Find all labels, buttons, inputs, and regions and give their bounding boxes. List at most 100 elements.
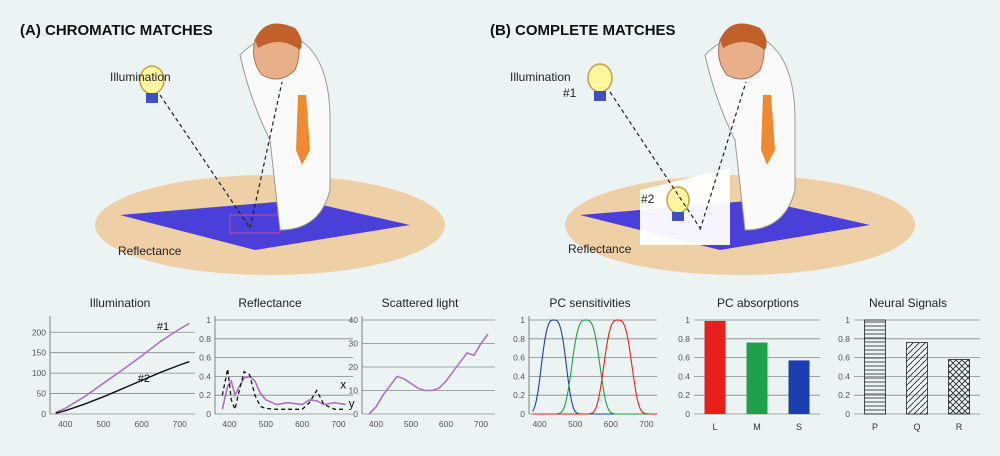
bulb-2-base	[672, 212, 684, 221]
bar-S	[788, 360, 810, 414]
x-tick-label: 700	[474, 419, 488, 429]
bar-R	[948, 359, 970, 415]
x-tick-label: 600	[439, 419, 453, 429]
y-tick-label: 0.6	[513, 353, 525, 363]
series-line-1	[55, 322, 190, 414]
y-tick-label: 0.4	[678, 371, 690, 381]
illumination-label-b: Illumination	[510, 70, 571, 84]
y-tick-label: 0	[845, 409, 850, 419]
illustration-layer	[95, 23, 915, 275]
y-tick-label: 0.4	[199, 371, 211, 381]
x-tick-label: 400	[533, 419, 547, 429]
y-tick-label: 0.2	[513, 390, 525, 400]
reflectance-label-a: Reflectance	[118, 244, 182, 258]
illumination-2-label: #2	[641, 192, 655, 206]
bar-P	[864, 319, 886, 415]
y-tick-label: 0.8	[513, 334, 525, 344]
light-ray-reflected-b	[699, 81, 747, 231]
x-tick-label: 700	[331, 419, 345, 429]
y-tick-label: 0.4	[838, 371, 850, 381]
person-hair-b	[720, 23, 767, 50]
chart-pc-absorptions: 0 0.2 0.4 0.6 0.8 1L M S	[678, 315, 820, 432]
series-label-y: y	[349, 396, 355, 410]
category-label: M	[753, 422, 761, 432]
x-tick-label: 500	[96, 419, 110, 429]
chart-pc-absorptions-title: PC absorptions	[716, 296, 800, 310]
x-tick-label: 500	[404, 419, 418, 429]
y-tick-label: 0.8	[199, 334, 211, 344]
panel-a-illustration	[95, 23, 445, 275]
blueprint-mat	[120, 200, 410, 250]
x-tick-label: 600	[295, 419, 309, 429]
y-tick-label: 200	[32, 327, 46, 337]
bulb-2-icon	[666, 186, 690, 214]
person-tie	[296, 95, 310, 165]
category-label: P	[872, 422, 878, 432]
category-label: L	[712, 422, 717, 432]
y-tick-label: 0.6	[838, 353, 850, 363]
y-tick-label: 0.2	[199, 390, 211, 400]
chart-scattered-title: Scattered light	[381, 296, 459, 310]
chart-neural-signals-title: Neural Signals	[868, 296, 948, 310]
series-label-2: #2	[138, 373, 150, 385]
y-tick-label: 1	[685, 315, 690, 325]
bulb-1-icon	[587, 63, 613, 93]
series-line-2	[55, 361, 190, 414]
y-tick-label: 1	[845, 315, 850, 325]
y-tick-label: 0.2	[678, 390, 690, 400]
x-tick-label: 400	[222, 419, 236, 429]
y-tick-label: 0.6	[678, 353, 690, 363]
x-tick-label: 700	[639, 419, 653, 429]
bar-L	[704, 320, 726, 414]
y-tick-label: 50	[37, 389, 47, 399]
y-tick-label: 30	[349, 339, 359, 349]
chart-reflectance-title: Reflectance	[238, 296, 302, 310]
person-tie-b	[761, 95, 775, 165]
y-tick-label: 0.6	[199, 353, 211, 363]
series-line-x	[221, 375, 346, 410]
series-line-green	[532, 319, 657, 415]
y-tick-label: 0.8	[838, 334, 850, 344]
y-tick-label: 10	[349, 386, 359, 396]
chart-illumination-title: Illumination	[89, 296, 151, 310]
y-tick-label: 1	[520, 315, 525, 325]
x-tick-label: 400	[369, 419, 383, 429]
chart-pc-sensitivities-title: PC sensitivities	[549, 296, 631, 310]
y-tick-label: 0.2	[838, 390, 850, 400]
y-tick-label: 0	[41, 409, 46, 419]
y-tick-label: 0	[206, 409, 211, 419]
y-tick-label: 0.8	[678, 334, 690, 344]
reflectance-label-b: Reflectance	[568, 242, 632, 256]
panel-b-illustration	[565, 23, 915, 275]
category-label: S	[796, 422, 802, 432]
y-tick-label: 0	[353, 409, 358, 419]
series-line-y	[221, 368, 346, 412]
y-tick-label: 20	[349, 362, 359, 372]
bar-M	[746, 342, 768, 414]
light-ray-1	[609, 91, 701, 229]
y-tick-label: 150	[32, 348, 46, 358]
x-tick-label: 700	[173, 419, 187, 429]
series-line	[368, 333, 489, 415]
y-tick-label: 0	[685, 409, 690, 419]
person-hair	[255, 23, 302, 50]
y-tick-label: 40	[349, 315, 359, 325]
bar-Q	[906, 342, 928, 415]
x-tick-label: 500	[568, 419, 582, 429]
category-label: Q	[913, 422, 920, 432]
y-tick-label: 0.4	[513, 371, 525, 381]
x-tick-label: 400	[58, 419, 72, 429]
illumination-label-a: Illumination	[110, 70, 171, 84]
x-tick-label: 600	[134, 419, 148, 429]
series-line-red	[532, 319, 657, 415]
light-ray-reflected	[249, 81, 283, 229]
x-tick-label: 500	[259, 419, 273, 429]
chart-scattered-light: 0 10 20 30 40 400 500 600 700	[349, 315, 495, 429]
series-label-1: #1	[157, 321, 169, 333]
panel-b-title: (B) COMPLETE MATCHES	[490, 22, 676, 39]
x-tick-label: 600	[604, 419, 618, 429]
